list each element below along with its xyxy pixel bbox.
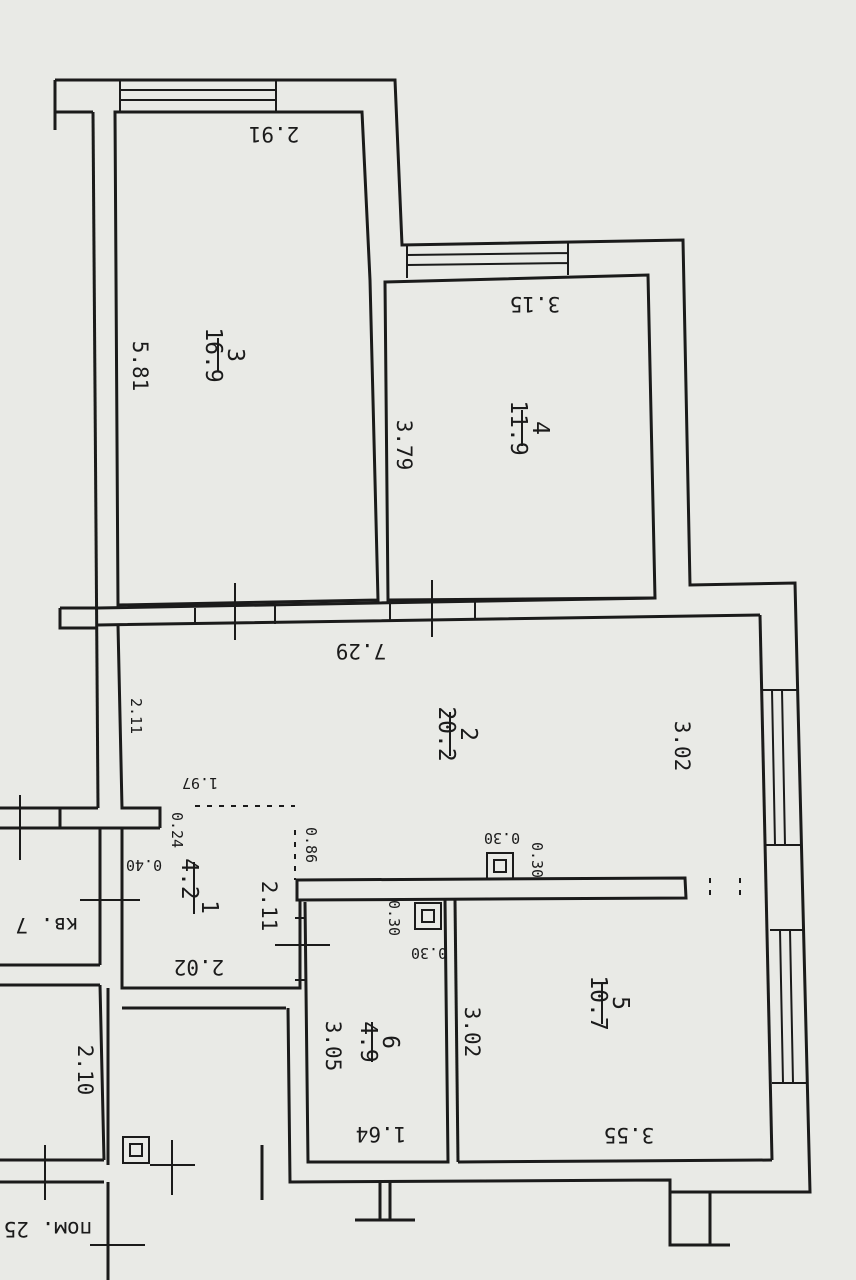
dim-neighbor-wall: 2.10: [73, 1045, 97, 1096]
dim-room2-width: 7.29: [336, 639, 387, 663]
dim-room5-width: 3.55: [604, 1123, 655, 1147]
dim-corridor-width: 1.97: [182, 774, 218, 792]
bottom-left-wall: [106, 988, 286, 1280]
dim-vent-a-h: 0.30: [528, 842, 546, 878]
left-corridor-outer: [91, 111, 100, 809]
room6-wall: [303, 899, 450, 1164]
bottom-stubs: [260, 1145, 415, 1222]
dim-room1-width: 2.02: [174, 955, 225, 979]
room1-area: 4.2: [176, 858, 202, 900]
door-tick: [19, 795, 195, 1246]
room2-right-wall: [758, 614, 774, 1161]
door-tick: [275, 917, 330, 981]
left-stub: [58, 606, 98, 630]
room3-number: 3: [222, 348, 248, 362]
room2-number: 2: [455, 727, 481, 741]
vent-shaft-icon: [414, 902, 442, 930]
dim-room6-length: 3.05: [321, 1021, 345, 1072]
door-marks: [19, 580, 476, 1246]
vent-shafts: [122, 852, 514, 1164]
room6-number: 6: [377, 1035, 403, 1049]
dim-vent-b-w: 0.30: [411, 944, 447, 962]
dim-room6-width: 1.64: [356, 1122, 407, 1146]
window-room2: [762, 689, 800, 846]
room3-outer-wall: [55, 78, 812, 1194]
dim-vent-a-w: 0.30: [484, 829, 520, 847]
vent-shaft-icon: [129, 1143, 143, 1157]
room6-area: 4.9: [355, 1021, 381, 1063]
room5-wall: [457, 1158, 773, 1164]
dim-room2-depth-left: 2.11: [127, 698, 145, 734]
room5-number: 5: [607, 996, 633, 1010]
dim-vent-b-h: 0.30: [385, 900, 403, 936]
dim-room3-length: 5.81: [128, 341, 152, 392]
room1-number: 1: [196, 900, 222, 914]
dim-room4-width: 3.15: [510, 292, 561, 316]
partition-top: [97, 596, 761, 627]
room2-wall: [116, 624, 162, 828]
neighbor-apartment-label: кв. 7: [15, 913, 78, 937]
room4-number: 4: [527, 421, 553, 435]
opening-dashed-3: [709, 878, 741, 900]
vent-shaft-icon: [493, 859, 507, 873]
labels: 2.91 5.81 3 16.9 3.15 3.79 4 11.9 7.29 3…: [4, 122, 694, 1241]
window-room4: [406, 242, 569, 278]
walls: [0, 78, 812, 1280]
top-stub: [53, 80, 93, 130]
windows: [119, 80, 807, 1084]
neighbor-walls: [0, 806, 160, 1184]
window-room3: [119, 80, 277, 112]
dim-086: 0.86: [302, 827, 320, 863]
partition-room5: [295, 876, 688, 902]
dim-room5-length: 3.02: [460, 1007, 484, 1058]
vent-shaft-icon: [122, 1136, 150, 1164]
room5-area: 10.7: [585, 975, 611, 1030]
dim-room4-length: 3.79: [392, 420, 416, 471]
room3-inner-wall: [113, 110, 380, 607]
vent-shaft-icon: [486, 852, 514, 880]
door-tick: [194, 580, 476, 640]
vent-shaft-icon: [421, 909, 435, 923]
window-room5: [770, 929, 807, 1084]
room4-area: 11.9: [505, 400, 531, 455]
room3-area: 16.9: [200, 327, 226, 382]
dim-040: 0.40: [126, 856, 162, 874]
dim-room3-width: 2.91: [249, 122, 300, 146]
dim-room1-depth: 2.11: [257, 881, 281, 932]
room6-room5-divider: [453, 899, 460, 1163]
neighbor-premises-label: пом. 25: [4, 1217, 93, 1241]
room2-area: 20.2: [433, 706, 459, 761]
bottom-outer-wall: [286, 1007, 730, 1247]
dim-024: 0.24: [168, 812, 186, 848]
dim-room2-depth-right: 3.02: [670, 721, 694, 772]
